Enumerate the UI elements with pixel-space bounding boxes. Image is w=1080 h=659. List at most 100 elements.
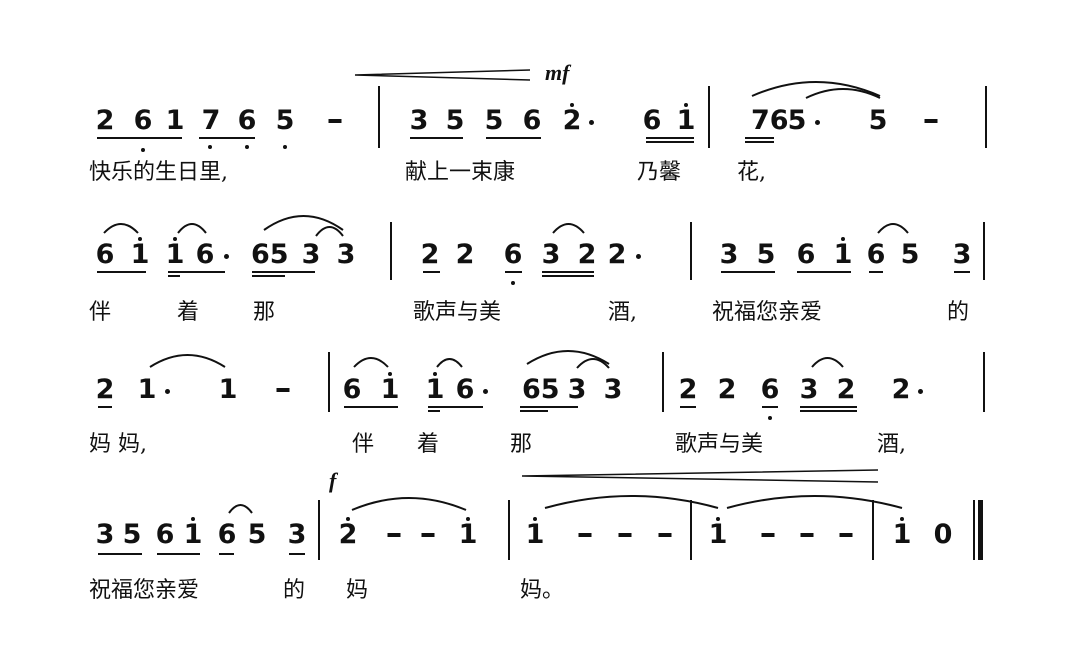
- octave-dot-high: [900, 517, 904, 521]
- note: 6: [522, 105, 542, 136]
- barline: [690, 500, 692, 560]
- octave-dot-low: [208, 145, 212, 149]
- note: 1: [165, 105, 185, 136]
- note: 2: [420, 239, 440, 270]
- underline-beam: [252, 271, 315, 273]
- note: 5: [900, 239, 920, 270]
- augmentation-dot: [589, 120, 594, 125]
- note: 1: [676, 105, 696, 136]
- octave-dot-high: [433, 372, 437, 376]
- note: 2: [891, 374, 911, 405]
- octave-dot-high: [716, 517, 720, 521]
- note: 3: [301, 239, 321, 270]
- dash-sustain: [421, 533, 435, 537]
- note: 1: [833, 239, 853, 270]
- lyric-text: 献上一束康: [405, 160, 516, 185]
- underline-beam: [869, 271, 883, 273]
- note: 6: [195, 239, 215, 270]
- underline-beam: [505, 271, 522, 273]
- note: 5: [756, 239, 776, 270]
- lyric-text: 那: [253, 300, 276, 325]
- note: 3: [336, 239, 356, 270]
- dynamic-marking: mf: [545, 60, 570, 85]
- note: 2: [577, 239, 597, 270]
- underline-beam: [542, 275, 594, 277]
- barline: [390, 222, 392, 280]
- note: 5: [484, 105, 504, 136]
- augmentation-dot: [165, 389, 170, 394]
- underline-beam: [721, 271, 775, 273]
- note: 1: [525, 519, 545, 550]
- underline-beam: [168, 275, 180, 277]
- lyric-text: 妈。: [520, 578, 565, 603]
- underline-beam: [800, 406, 857, 408]
- note: 6: [642, 105, 662, 136]
- octave-dot-high: [388, 372, 392, 376]
- note: 5: [247, 519, 267, 550]
- note: 6: [217, 519, 237, 550]
- dash-sustain: [800, 533, 814, 537]
- octave-dot-high: [191, 517, 195, 521]
- note: 2: [455, 239, 475, 270]
- note: 2: [678, 374, 698, 405]
- underline-beam: [428, 410, 440, 412]
- note: 7: [201, 105, 221, 136]
- octave-dot-low: [768, 416, 772, 420]
- lyric-text: 祝福您亲爱: [89, 578, 200, 603]
- note: 5: [275, 105, 295, 136]
- barline: [662, 352, 664, 412]
- barline: [328, 352, 330, 412]
- dash-sustain: [924, 119, 938, 123]
- underline-beam: [800, 410, 857, 412]
- underline-beam: [97, 271, 146, 273]
- note: 1: [183, 519, 203, 550]
- octave-dot-high: [841, 237, 845, 241]
- note: 6: [155, 519, 175, 550]
- final-barline-thin: [973, 500, 975, 560]
- underline-beam: [680, 406, 696, 408]
- note: 1: [458, 519, 478, 550]
- note: 5: [122, 519, 142, 550]
- augmentation-dot: [636, 254, 641, 259]
- barline: [983, 352, 985, 412]
- lyric-text: 歌声与美: [675, 432, 764, 457]
- note: 1: [218, 374, 238, 405]
- note: 3: [95, 519, 115, 550]
- octave-dot-high: [138, 237, 142, 241]
- augmentation-dot: [224, 254, 229, 259]
- lyric-text: 乃馨: [637, 160, 682, 185]
- note: 3: [799, 374, 819, 405]
- note: 6: [760, 374, 780, 405]
- note: 6: [796, 239, 816, 270]
- note: 3: [567, 374, 587, 405]
- lyric-text: 祝福您亲爱: [712, 300, 823, 325]
- octave-dot-high: [346, 517, 350, 521]
- note: 2: [717, 374, 737, 405]
- underline-beam: [520, 410, 548, 412]
- note: 2: [562, 105, 582, 136]
- note: 3: [952, 239, 972, 270]
- dash-sustain: [387, 533, 401, 537]
- underline-beam: [289, 553, 305, 555]
- note: 1: [130, 239, 150, 270]
- barline: [983, 222, 985, 280]
- lyric-text: 的: [947, 300, 970, 325]
- dash-sustain: [839, 533, 853, 537]
- lyric-text: 花,: [737, 160, 766, 185]
- lyric-text: 那: [510, 432, 533, 457]
- barline: [708, 86, 710, 148]
- lyric-text: 快乐的生日里,: [89, 160, 228, 185]
- octave-dot-high: [173, 237, 177, 241]
- note: 2: [836, 374, 856, 405]
- lyric-text: 妈 妈,: [89, 432, 147, 457]
- note: 1: [708, 519, 728, 550]
- octave-dot-high: [570, 103, 574, 107]
- underline-beam: [797, 271, 851, 273]
- lyric-text: 歌声与美: [413, 300, 502, 325]
- note: 2: [95, 374, 115, 405]
- note: 6: [133, 105, 153, 136]
- octave-dot-high: [466, 517, 470, 521]
- octave-dot-high: [533, 517, 537, 521]
- underline-beam: [486, 137, 541, 139]
